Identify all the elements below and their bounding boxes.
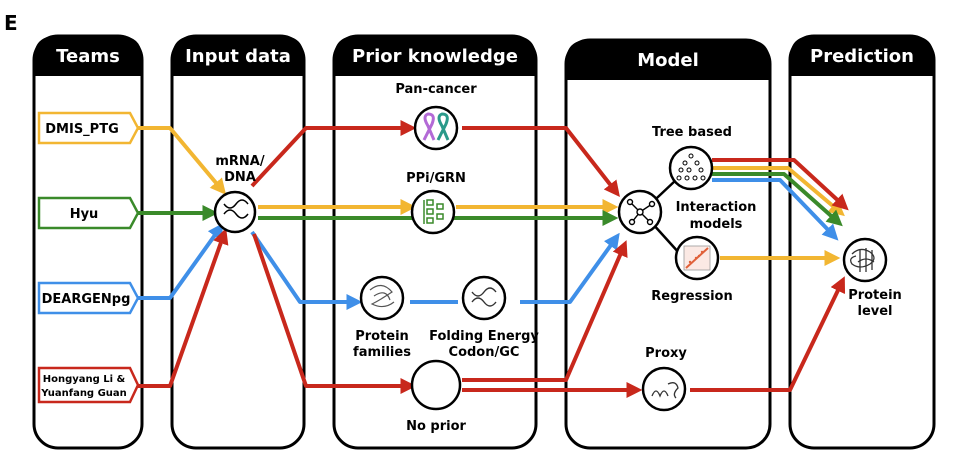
ppi-grn-node: PPi/GRN bbox=[406, 171, 466, 235]
input-label-1: mRNA/ bbox=[215, 154, 264, 169]
team-tag-hongyang: Hongyang Li & Yuanfang Guan bbox=[37, 366, 140, 404]
team-label-hyu: Hyu bbox=[70, 207, 99, 222]
protein-families-label-2: families bbox=[353, 345, 411, 360]
team-tag-hyu: Hyu bbox=[37, 196, 140, 230]
cancer-ribbon-icon bbox=[422, 112, 450, 141]
no-prior-node: No prior bbox=[406, 359, 467, 434]
team-label-dmis: DMIS_PTG bbox=[45, 122, 119, 137]
flow-arrows bbox=[138, 120, 849, 398]
column-header-input: Input data bbox=[185, 46, 291, 67]
tree-icon bbox=[676, 153, 706, 181]
column-prior: Prior knowledge bbox=[332, 34, 538, 450]
folding-energy-node: Folding Energy Codon/GC bbox=[429, 275, 539, 360]
protein-icon bbox=[369, 284, 395, 308]
team-tag-dmis: DMIS_PTG bbox=[37, 111, 140, 145]
tree-based-node: Tree based bbox=[652, 125, 732, 191]
team-label-hongyang-2: Yuanfang Guan bbox=[40, 388, 127, 399]
pan-cancer-label: Pan-cancer bbox=[395, 82, 477, 97]
column-input: Input data bbox=[170, 34, 306, 450]
ppi-grn-label: PPi/GRN bbox=[406, 171, 466, 186]
network-icon bbox=[423, 199, 444, 224]
column-header-teams: Teams bbox=[56, 46, 120, 67]
tree-based-label: Tree based bbox=[652, 125, 732, 140]
regression-label: Regression bbox=[651, 289, 732, 304]
regression-plot-icon bbox=[683, 245, 711, 271]
folding-energy-label-1: Folding Energy bbox=[429, 329, 539, 344]
protein-families-label-1: Protein bbox=[355, 329, 409, 344]
interaction-models-label-1: Interaction bbox=[676, 200, 757, 215]
input-label-2: DNA bbox=[224, 170, 256, 185]
proxy-node: Proxy bbox=[641, 346, 687, 412]
team-tag-deargen: DEARGENpg bbox=[37, 281, 140, 315]
panel-letter: E bbox=[4, 11, 18, 35]
protein-level-label-1: Protein bbox=[848, 288, 902, 303]
folding-icon bbox=[471, 287, 497, 307]
column-header-prior: Prior knowledge bbox=[352, 46, 518, 67]
protein-level-node: Protein level bbox=[842, 237, 902, 319]
protein-level-label-2: level bbox=[857, 304, 892, 319]
team-label-hongyang-1: Hongyang Li & bbox=[43, 374, 126, 385]
network-hub-icon bbox=[626, 198, 656, 226]
input-node: mRNA/ DNA bbox=[213, 154, 265, 234]
interaction-models-label-2: models bbox=[690, 217, 743, 232]
column-header-prediction: Prediction bbox=[810, 46, 914, 67]
column-model: Model bbox=[564, 38, 772, 450]
no-prior-label: No prior bbox=[406, 419, 466, 434]
proxy-label: Proxy bbox=[645, 346, 687, 361]
dna-icon bbox=[223, 199, 249, 219]
protein-structure-icon bbox=[850, 248, 875, 272]
column-header-model: Model bbox=[637, 50, 699, 71]
regression-node: Regression bbox=[651, 235, 733, 304]
protein-families-node: Protein families bbox=[353, 275, 411, 360]
dna-protein-icon bbox=[651, 382, 679, 399]
pan-cancer-node: Pan-cancer bbox=[395, 82, 477, 151]
folding-energy-label-2: Codon/GC bbox=[449, 345, 520, 360]
team-label-deargen: DEARGENpg bbox=[42, 292, 131, 307]
interaction-hub-node bbox=[617, 179, 681, 255]
